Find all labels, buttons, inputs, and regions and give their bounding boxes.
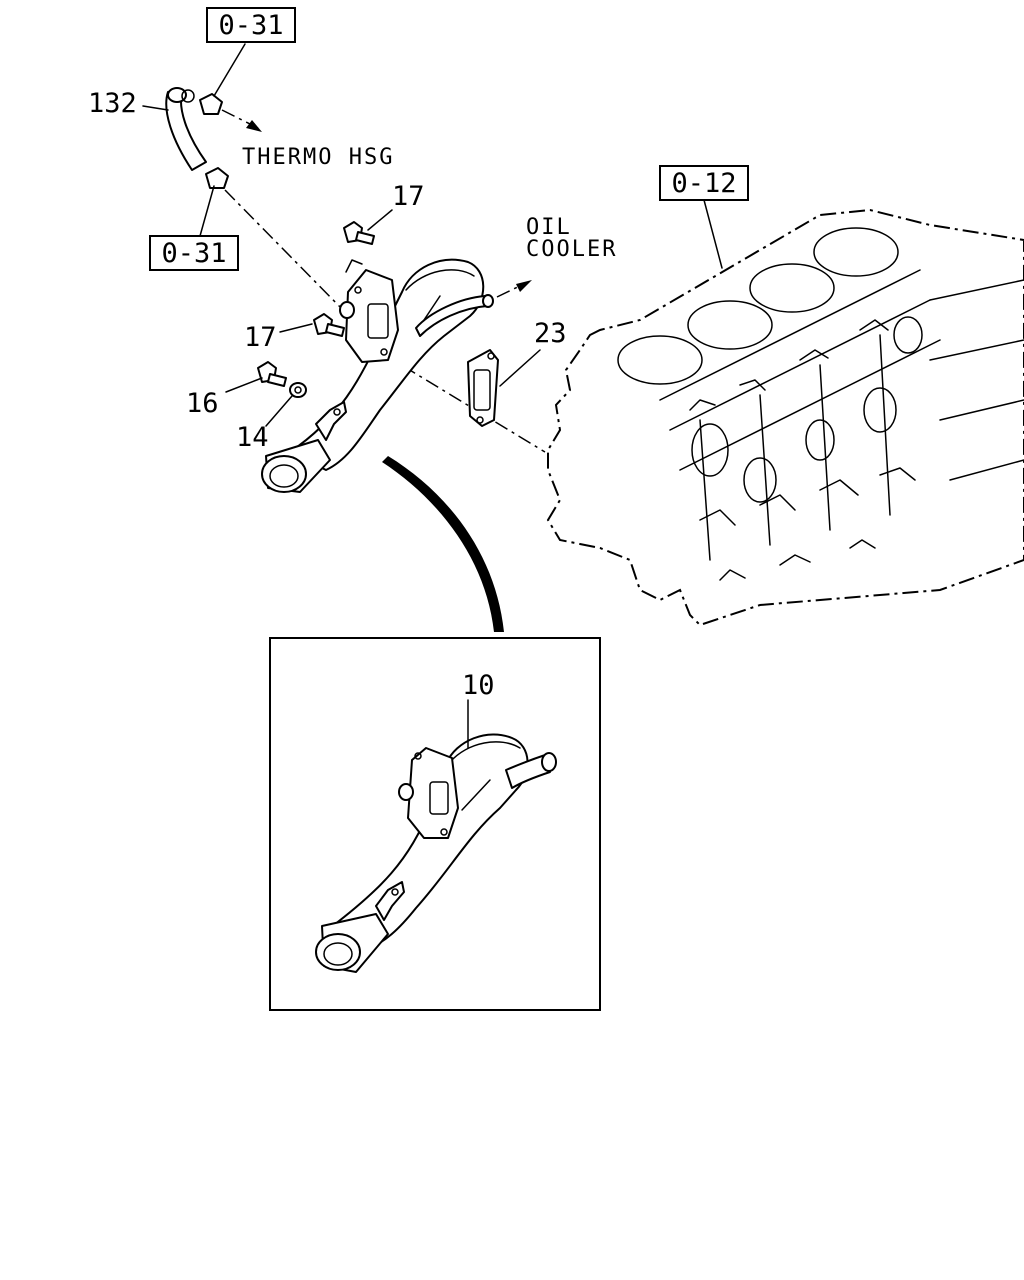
note-thermo-hsg: THERMO HSG [242, 145, 394, 170]
ref-box-block[interactable]: 0-12 [659, 165, 749, 201]
water-pipe-main [261, 258, 494, 493]
part-label-17-upper[interactable]: 17 [392, 181, 425, 212]
detail-callout-arrow [382, 456, 504, 632]
ref-box-mid[interactable]: 0-31 [149, 235, 239, 271]
ref-label-mid: 0-31 [161, 238, 226, 269]
engine-block [546, 208, 1024, 627]
part-label-16[interactable]: 16 [186, 388, 219, 419]
part-label-14[interactable]: 14 [236, 422, 269, 453]
part-label-17-lower[interactable]: 17 [244, 322, 277, 353]
ref-label-top: 0-31 [218, 10, 283, 41]
ref-label-block: 0-12 [671, 168, 736, 199]
hose-clamp-lower [205, 167, 229, 189]
ref-box-top[interactable]: 0-31 [206, 7, 296, 43]
water-pipe-detail [315, 733, 557, 973]
bolt-17-upper [343, 221, 375, 245]
bolt-16 [257, 361, 287, 387]
hose-clamp-upper [199, 93, 223, 115]
part-label-23[interactable]: 23 [534, 318, 567, 349]
part-label-10[interactable]: 10 [462, 670, 495, 701]
note-oil: OIL [526, 215, 572, 240]
note-cooler: COOLER [526, 237, 617, 262]
part-label-132[interactable]: 132 [88, 88, 137, 119]
gasket-23 [467, 349, 499, 427]
hose-132 [165, 87, 207, 171]
bolt-17-lower [313, 313, 345, 337]
washer-14 [289, 382, 307, 398]
